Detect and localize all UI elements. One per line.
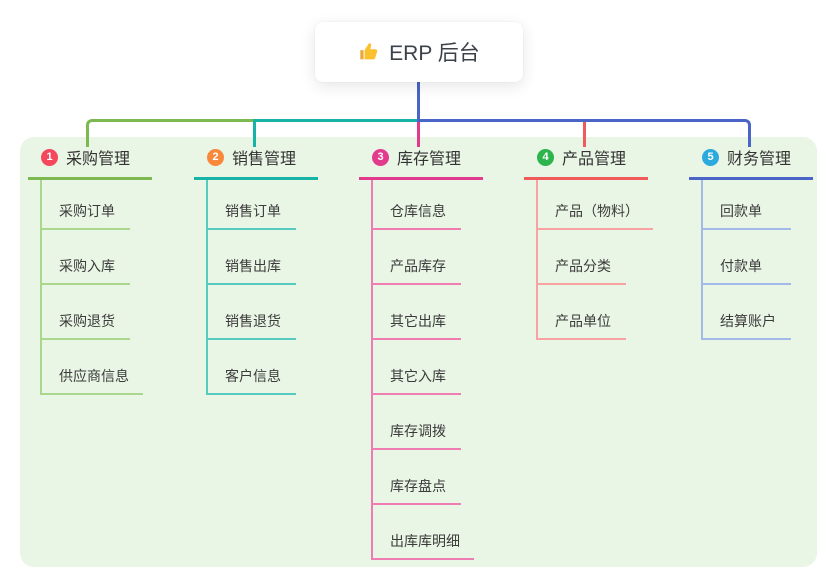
branch-2-item-2[interactable]: 销售出库 [208, 230, 296, 285]
branch-5-item-3[interactable]: 结算账户 [703, 285, 791, 340]
branch-4-item-3[interactable]: 产品单位 [538, 285, 626, 340]
thumbs-up-icon [358, 41, 380, 63]
branch-4: 4 产品管理 产品（物料）产品分类产品单位 [524, 145, 653, 340]
branch-3-item-6[interactable]: 库存盘点 [373, 450, 461, 505]
branch-3-item-1[interactable]: 仓库信息 [373, 180, 461, 230]
branch-number-badge: 4 [537, 148, 554, 166]
branch-1-item-1[interactable]: 采购订单 [42, 180, 130, 230]
root-node-title: ERP 后台 [389, 42, 480, 65]
branch-3: 3 库存管理 仓库信息产品库存其它出库其它入库库存调拨库存盘点出库库明细 [359, 145, 483, 560]
branch-4-header[interactable]: 4 产品管理 [524, 145, 648, 180]
root-node[interactable]: ERP 后台 [315, 22, 523, 82]
branch-5: 5 财务管理 回款单付款单结算账户 [689, 145, 813, 340]
branch-3-header[interactable]: 3 库存管理 [359, 145, 483, 180]
branch-label: 财务管理 [727, 151, 792, 168]
branch-number-badge: 1 [41, 148, 58, 166]
branch-1-item-4[interactable]: 供应商信息 [42, 340, 143, 395]
branch-4-item-1[interactable]: 产品（物料） [538, 180, 653, 230]
branch-label: 销售管理 [232, 151, 297, 168]
connector-branch-2-drop [253, 119, 256, 147]
branch-children: 仓库信息产品库存其它出库其它入库库存调拨库存盘点出库库明细 [371, 180, 474, 560]
connector-branch-4-drop [583, 122, 586, 147]
connector-branch-5-elbow [417, 119, 751, 147]
branch-2: 2 销售管理 销售订单销售出库销售退货客户信息 [194, 145, 318, 395]
branch-number-badge: 5 [702, 148, 719, 166]
branch-3-item-3[interactable]: 其它出库 [373, 285, 461, 340]
connector-branch-3-drop [417, 122, 420, 147]
branch-5-item-2[interactable]: 付款单 [703, 230, 791, 285]
branch-2-item-3[interactable]: 销售退货 [208, 285, 296, 340]
branch-children: 回款单付款单结算账户 [701, 180, 791, 340]
branches-panel [20, 137, 817, 567]
branch-1-item-2[interactable]: 采购入库 [42, 230, 130, 285]
branch-children: 销售订单销售出库销售退货客户信息 [206, 180, 296, 395]
branch-5-header[interactable]: 5 财务管理 [689, 145, 813, 180]
branch-2-item-1[interactable]: 销售订单 [208, 180, 296, 230]
branch-number-badge: 3 [372, 148, 389, 166]
branch-3-item-5[interactable]: 库存调拨 [373, 395, 461, 450]
connector-root-drop [417, 82, 420, 119]
branch-1: 1 采购管理 采购订单采购入库采购退货供应商信息 [28, 145, 152, 395]
branch-5-item-1[interactable]: 回款单 [703, 180, 791, 230]
branch-label: 采购管理 [66, 151, 131, 168]
connector-teal-horizontal [253, 119, 417, 122]
branch-4-item-2[interactable]: 产品分类 [538, 230, 626, 285]
branch-number-badge: 2 [207, 148, 224, 166]
branch-1-item-3[interactable]: 采购退货 [42, 285, 130, 340]
branch-3-item-4[interactable]: 其它入库 [373, 340, 461, 395]
branch-3-item-7[interactable]: 出库库明细 [373, 505, 474, 560]
branch-2-item-4[interactable]: 客户信息 [208, 340, 296, 395]
branch-3-item-2[interactable]: 产品库存 [373, 230, 461, 285]
branch-children: 采购订单采购入库采购退货供应商信息 [40, 180, 143, 395]
branch-label: 库存管理 [397, 151, 462, 168]
branch-children: 产品（物料）产品分类产品单位 [536, 180, 653, 340]
branch-label: 产品管理 [562, 151, 627, 168]
branch-1-header[interactable]: 1 采购管理 [28, 145, 152, 180]
connector-branch-1-elbow [86, 119, 253, 147]
branch-2-header[interactable]: 2 销售管理 [194, 145, 318, 180]
